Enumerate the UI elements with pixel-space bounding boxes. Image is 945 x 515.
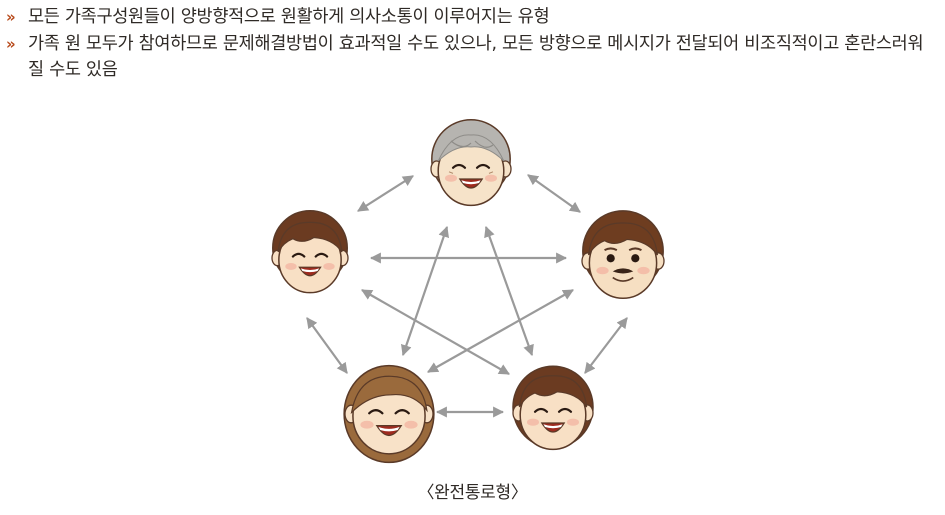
arrow-grandmother-left-man (357, 175, 414, 212)
description-list: » 모든 가족구성원들이 양방향적으로 원활하게 의사소통이 이루어지는 유형 … (6, 4, 936, 84)
bullet-text: 모든 가족구성원들이 양방향적으로 원활하게 의사소통이 이루어지는 유형 (28, 7, 550, 27)
grandmother-face-icon (430, 119, 512, 207)
arrow-right-man-bottom-left-woman (427, 289, 574, 373)
bullet-item: » 모든 가족구성원들이 양방향적으로 원활하게 의사소통이 이루어지는 유형 (6, 4, 936, 30)
left-man-face-icon (271, 210, 349, 294)
bullet-text: 가족 원 모두가 참여하므로 문제해결방법이 효과적일 수도 있으나, 모든 방… (28, 34, 924, 80)
face-layer (271, 119, 665, 464)
bottom-right-girl-face-icon (512, 365, 594, 451)
arrow-left-man-bottom-left-woman (306, 317, 348, 374)
right-man-face-icon (581, 210, 665, 300)
arrow-right-man-bottom-right-girl (584, 317, 628, 374)
bullet-item: » 가족 원 모두가 참여하므로 문제해결방법이 효과적일 수도 있으나, 모든… (6, 31, 936, 83)
arrow-grandmother-right-man (527, 174, 581, 213)
diagram-caption: 〈완전통로형〉 (417, 483, 528, 503)
bullet-marker-icon: » (6, 8, 16, 26)
arrow-left-man-bottom-right-girl (361, 289, 510, 375)
bottom-left-woman-face-icon (343, 364, 435, 464)
arrow-layer (306, 174, 628, 418)
bullet-marker-icon: » (6, 35, 16, 53)
